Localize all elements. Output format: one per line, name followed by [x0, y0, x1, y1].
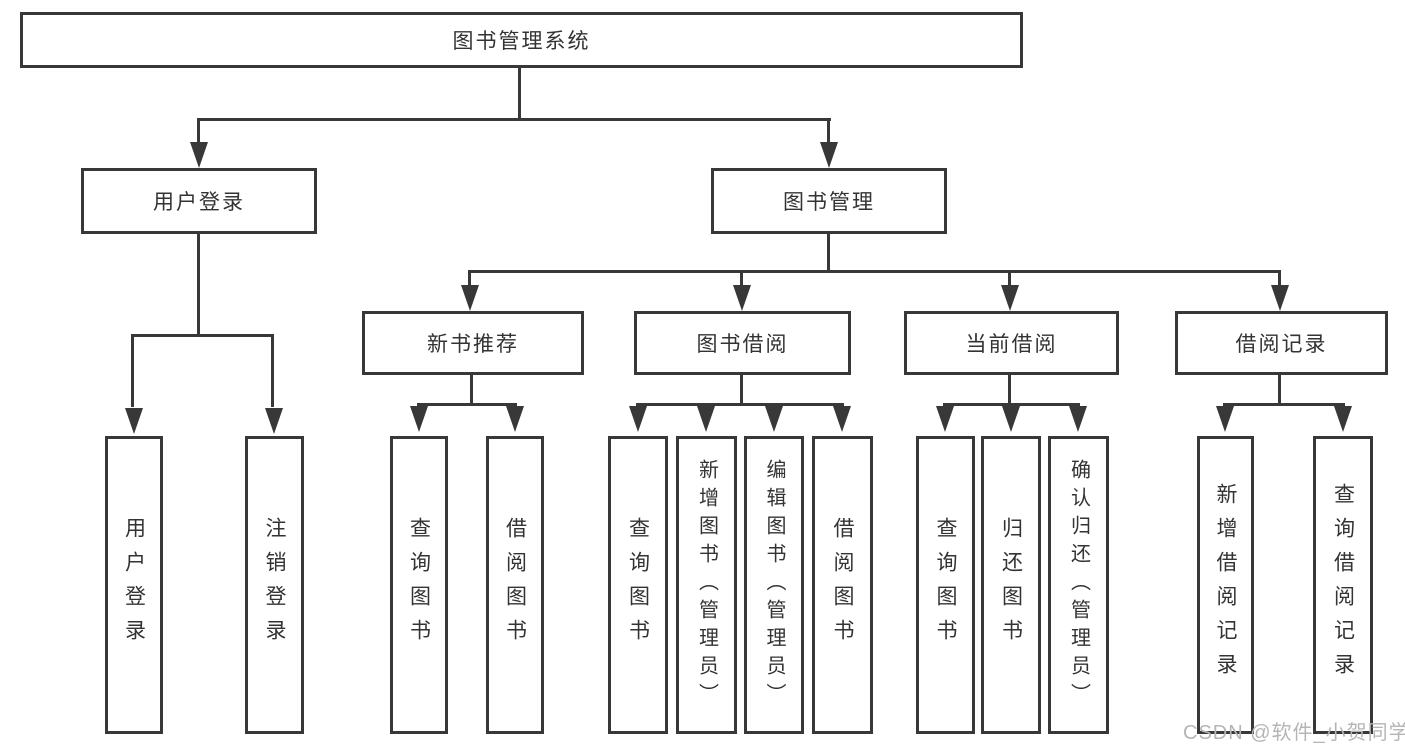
connector-new-book-recommend-stem-line: [468, 273, 471, 286]
connector-current-bar-line: [943, 403, 1080, 406]
watermark: CSDN @软件_小贺同学: [1183, 722, 1405, 744]
leaf-current-confirm-return: 确认归还（管理员）: [1048, 436, 1109, 734]
node-label: 借阅图书: [831, 517, 854, 653]
node-label: 新增图书（管理员）: [695, 459, 718, 711]
arrowhead-down-icon: [461, 285, 479, 311]
connector-book-management-down-line: [827, 234, 830, 272]
leaf-recommend-borrow-books: 借阅图书: [486, 436, 544, 734]
leaf-recommend-query-books: 查询图书: [390, 436, 448, 734]
arrowhead-down-icon: [190, 142, 208, 168]
arrowhead-down-icon: [1069, 406, 1087, 432]
node-label: 借阅图书: [503, 517, 527, 653]
node-label: 新增借阅记录: [1214, 483, 1237, 687]
node-label: 借阅记录: [1235, 333, 1328, 356]
node-label: 图书管理系统: [452, 30, 591, 53]
connector-borrowing-down-line: [740, 375, 743, 405]
node-book-borrowing: 图书借阅: [634, 311, 851, 375]
node-label: 归还图书: [999, 517, 1023, 653]
node-new-book-recommend: 新书推荐: [362, 311, 584, 375]
leaf-current-query-books: 查询图书: [916, 436, 975, 734]
leaf-borrowing-add-books: 新增图书（管理员）: [676, 436, 737, 734]
connector-records-bar-line: [1223, 403, 1345, 406]
node-label: 注销登录: [263, 517, 286, 653]
node-root: 图书管理系统: [20, 12, 1023, 68]
connector-records-down-line: [1278, 375, 1281, 405]
leaf-logout: 注销登录: [245, 436, 304, 734]
node-label: 编辑图书（管理员）: [763, 459, 785, 711]
connector-book-management-stem-line: [827, 121, 830, 143]
node-label: 用户登录: [153, 191, 245, 214]
leaf-records-add-record: 新增借阅记录: [1197, 436, 1254, 734]
connector-current-down-line: [1008, 375, 1011, 405]
connector-level3-bar-line: [468, 270, 1281, 273]
arrowhead-down-icon: [697, 406, 715, 432]
connector-recommend-bar-line: [417, 403, 517, 406]
connector-borrowing-bar-line: [636, 403, 844, 406]
arrowhead-down-icon: [820, 142, 838, 168]
connector-recommend-down-line: [470, 375, 473, 405]
arrowhead-down-icon: [1271, 285, 1289, 311]
arrowhead-down-icon: [733, 285, 751, 311]
node-user-login: 用户登录: [81, 168, 317, 234]
leaf-current-return-books: 归还图书: [981, 436, 1041, 734]
connector-user-login-stem-line: [197, 121, 200, 143]
connector-borrowing-records-stem-line: [1278, 273, 1281, 286]
arrowhead-down-icon: [410, 406, 428, 432]
arrowhead-down-icon: [833, 406, 851, 432]
node-borrowing-records: 借阅记录: [1175, 311, 1388, 375]
arrowhead-down-icon: [936, 406, 954, 432]
node-label: 用户登录: [122, 517, 146, 653]
leaf-borrowing-query-books: 查询图书: [608, 436, 668, 734]
arrowhead-down-icon: [506, 406, 524, 432]
node-label: 查询图书: [626, 517, 650, 653]
connector-book-borrowing-stem-line: [740, 273, 743, 286]
leaf-borrowing-borrow-books: 借阅图书: [812, 436, 873, 734]
arrowhead-down-icon: [1001, 285, 1019, 311]
node-label: 新书推荐: [427, 333, 519, 356]
node-book-management: 图书管理: [711, 168, 947, 234]
node-label: 图书管理: [783, 191, 875, 214]
arrowhead-down-icon: [1334, 406, 1352, 432]
arrowhead-down-icon: [765, 406, 783, 432]
arrowhead-down-icon: [265, 408, 283, 434]
arrowhead-down-icon: [1216, 406, 1234, 432]
node-label: 当前借阅: [965, 333, 1058, 356]
arrowhead-down-icon: [629, 406, 647, 432]
connector-login-group-bar-line: [131, 334, 274, 337]
node-label: 图书借阅: [696, 333, 789, 356]
connector-level2-bar-line: [197, 118, 831, 121]
node-current-borrowing: 当前借阅: [904, 311, 1119, 375]
leaf-borrowing-edit-books: 编辑图书（管理员）: [744, 436, 804, 734]
node-label: 查询借阅记录: [1331, 483, 1355, 687]
connector-current-borrowing-stem-line: [1008, 273, 1011, 286]
connector-leaf-user-login-stem-line: [131, 337, 134, 407]
connector-user-login-down-line: [197, 234, 200, 336]
node-label: 查询图书: [934, 517, 957, 653]
node-label: 确认归还（管理员）: [1067, 459, 1090, 711]
arrowhead-down-icon: [125, 408, 143, 434]
arrowhead-down-icon: [1002, 406, 1020, 432]
connector-root-trunk-line: [518, 68, 521, 120]
leaf-records-query-record: 查询借阅记录: [1313, 436, 1373, 734]
node-label: 查询图书: [407, 517, 431, 653]
leaf-user-login: 用户登录: [105, 436, 163, 734]
connector-leaf-logout-stem-line: [271, 337, 274, 407]
